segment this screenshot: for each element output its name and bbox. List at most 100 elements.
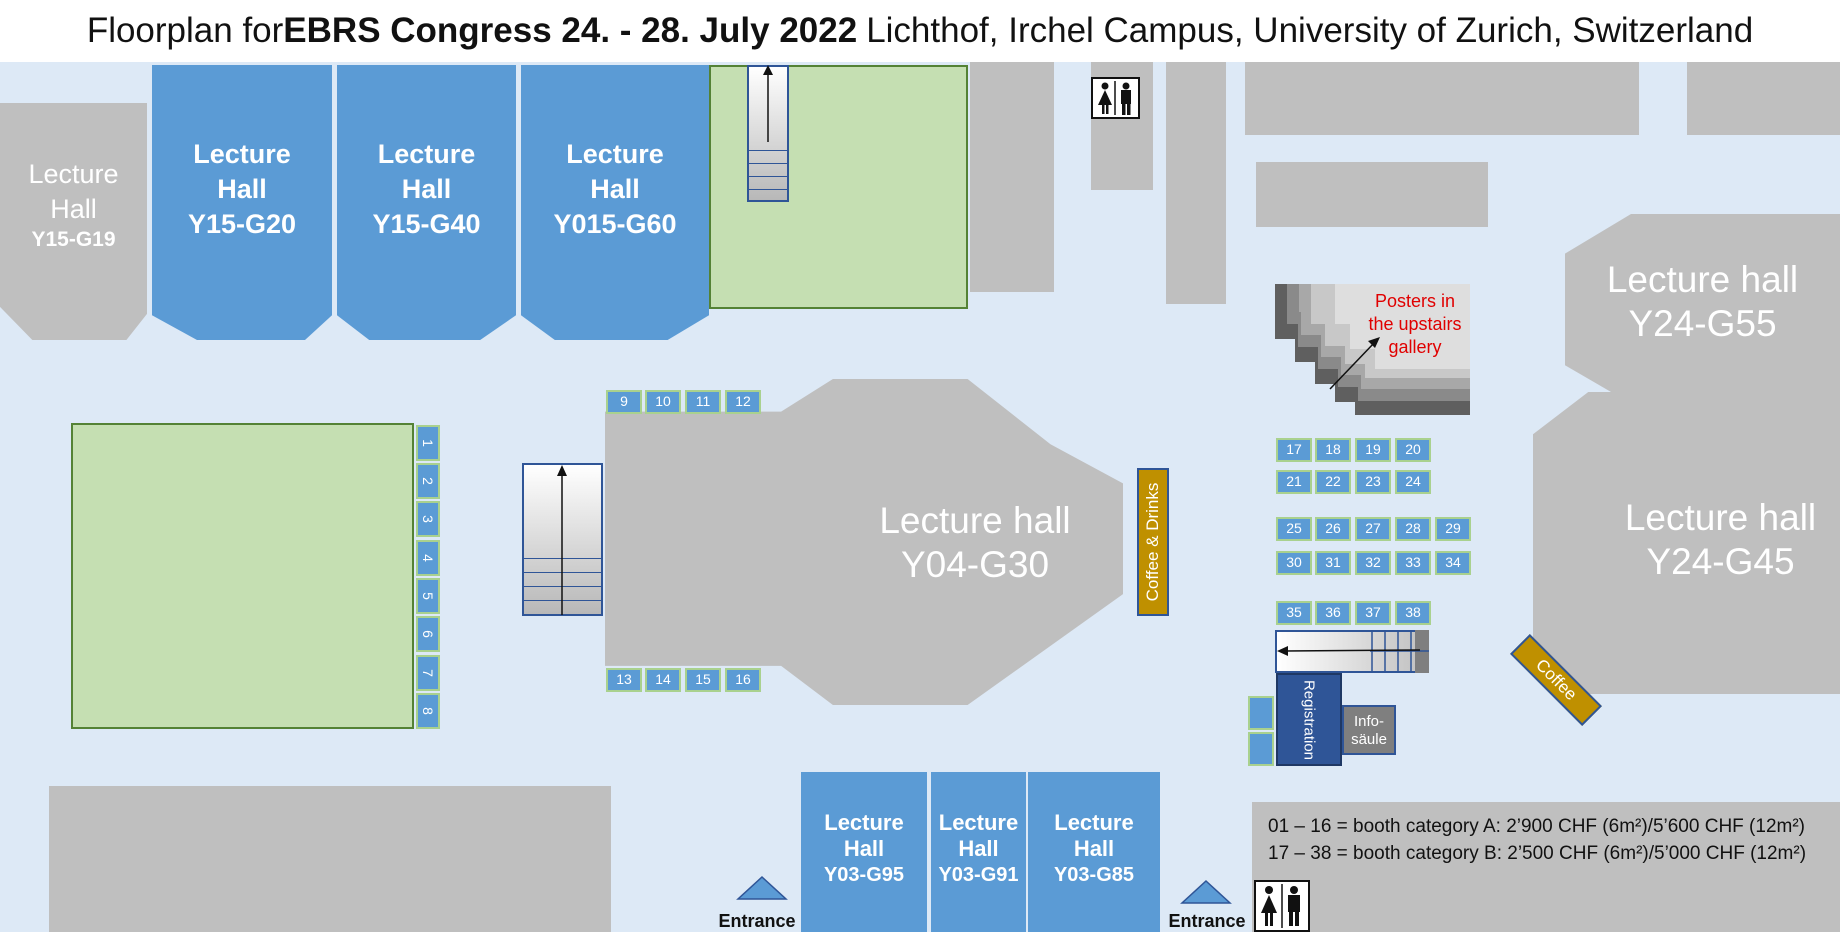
lecture-hall-y03-g91[interactable]: Lecture Hall Y03-G91	[931, 772, 1026, 932]
booth-12[interactable]: 12	[725, 390, 761, 414]
hall-name: Lecture	[28, 159, 119, 189]
hall-code: Y15-G40	[372, 209, 481, 239]
green-courtyard-west	[71, 423, 414, 729]
hall-name: Lecture hall	[1606, 259, 1799, 300]
booth-33[interactable]: 33	[1395, 551, 1431, 575]
booth-13[interactable]: 13	[606, 668, 642, 692]
restroom-icon	[1254, 880, 1310, 932]
booth-30[interactable]: 30	[1276, 551, 1312, 575]
bottom-strip	[0, 932, 1840, 946]
info-pillar[interactable]: Info- säule	[1342, 705, 1396, 755]
registration-booth	[1248, 696, 1274, 730]
hall-code: Y03-G85	[1053, 864, 1135, 886]
lecture-hall-y03-g95[interactable]: Lecture Hall Y03-G95	[801, 772, 927, 932]
booth-36[interactable]: 36	[1315, 601, 1351, 625]
booth-21[interactable]: 21	[1276, 470, 1312, 494]
booth-32[interactable]: 32	[1355, 551, 1391, 575]
registration-desk[interactable]: Registration	[1276, 673, 1342, 766]
booth-1[interactable]: 1	[416, 425, 440, 461]
booth-31[interactable]: 31	[1315, 551, 1351, 575]
lecture-hall-y04-g30[interactable]: Lecture hall Y04-G30	[605, 379, 1123, 705]
booth-35[interactable]: 35	[1276, 601, 1312, 625]
registration-label: Registration	[1300, 679, 1318, 760]
legend-category-a: 01 – 16 = booth category A: 2’900 CHF (6…	[1268, 816, 1805, 837]
booth-29[interactable]: 29	[1435, 517, 1471, 541]
hall-code: Y15-G19	[31, 228, 116, 251]
title-event: EBRS Congress 24. - 28. July 2022	[283, 11, 858, 50]
booth-10[interactable]: 10	[645, 390, 681, 414]
booth-6[interactable]: 6	[416, 616, 440, 652]
building-block	[970, 62, 1054, 292]
hall-name: Hall	[590, 174, 640, 204]
registration-booth	[1248, 732, 1274, 766]
staircase-center-arrow	[557, 465, 567, 615]
booth-25[interactable]: 25	[1276, 517, 1312, 541]
lecture-hall-y24-g45[interactable]: Lecture hall Y24-G45	[1533, 392, 1840, 694]
entrance-east-icon	[1180, 879, 1232, 904]
booth-17[interactable]: 17	[1276, 438, 1312, 462]
booth-5[interactable]: 5	[416, 578, 440, 614]
lecture-hall-y015-g60[interactable]: Lecture Hall Y015-G60	[521, 65, 709, 340]
title-prefix: Floorplan for	[86, 11, 284, 50]
hall-name: Hall	[843, 836, 885, 861]
booth-23[interactable]: 23	[1355, 470, 1391, 494]
booth-11[interactable]: 11	[685, 390, 721, 414]
hall-name: Lecture	[377, 139, 476, 169]
hall-name: Lecture	[1054, 810, 1134, 835]
hall-name: Lecture	[566, 139, 664, 169]
booth-7[interactable]: 7	[416, 655, 440, 691]
booth-16[interactable]: 16	[725, 668, 761, 692]
booth-38[interactable]: 38	[1395, 601, 1431, 625]
entrance-west-icon	[736, 875, 788, 900]
title-venue: Lichthof, Irchel Campus, University of Z…	[866, 11, 1754, 50]
booth-9[interactable]: 9	[606, 390, 642, 414]
building-block	[1256, 162, 1488, 227]
lecture-hall-y15-g40[interactable]: Lecture Hall Y15-G40	[337, 65, 516, 340]
entrance-west-label[interactable]: Entrance	[718, 911, 796, 931]
booth-14[interactable]: 14	[645, 668, 681, 692]
booth-34[interactable]: 34	[1435, 551, 1471, 575]
lecture-hall-y15-g20[interactable]: Lecture Hall Y15-G20	[152, 65, 332, 340]
booth-19[interactable]: 19	[1355, 438, 1391, 462]
hall-name: Hall	[50, 194, 97, 224]
hall-code: Y03-G95	[823, 864, 905, 886]
hall-name: Hall	[217, 174, 267, 204]
hall-name: Hall	[1073, 836, 1115, 861]
booth-24[interactable]: 24	[1395, 470, 1431, 494]
legend-category-b: 17 – 38 = booth category B: 2’500 CHF (6…	[1268, 843, 1807, 864]
hall-code: Y015-G60	[553, 209, 677, 239]
hall-code: Y24-G55	[1628, 303, 1777, 344]
lecture-hall-y24-g55[interactable]: Lecture hall Y24-G55	[1565, 214, 1840, 394]
booth-4[interactable]: 4	[416, 540, 440, 576]
lecture-hall-y15-g19[interactable]: Lecture Hall Y15-G19	[0, 103, 147, 340]
booth-37[interactable]: 37	[1355, 601, 1391, 625]
hall-name: Lecture	[193, 139, 291, 169]
booth-26[interactable]: 26	[1315, 517, 1351, 541]
building-block	[1687, 62, 1840, 135]
hall-name: Hall	[401, 174, 452, 204]
booth-15[interactable]: 15	[685, 668, 721, 692]
posters-label: Posters in the upstairs gallery	[1368, 291, 1462, 357]
booth-2[interactable]: 2	[416, 463, 440, 499]
hall-name: Lecture hall	[879, 500, 1071, 541]
booth-20[interactable]: 20	[1395, 438, 1431, 462]
hall-code: Y04-G30	[900, 544, 1050, 585]
coffee-drinks-label: Coffee & Drinks	[1143, 482, 1162, 602]
booth-3[interactable]: 3	[416, 501, 440, 537]
booth-22[interactable]: 22	[1315, 470, 1351, 494]
booth-28[interactable]: 28	[1395, 517, 1431, 541]
booth-18[interactable]: 18	[1315, 438, 1351, 462]
coffee-drinks-stand[interactable]: Coffee & Drinks	[1137, 468, 1169, 616]
hall-name: Lecture	[938, 810, 1019, 835]
hall-name: Lecture	[824, 810, 904, 835]
lecture-hall-y03-g85[interactable]: Lecture Hall Y03-G85	[1028, 772, 1160, 932]
booth-27[interactable]: 27	[1355, 517, 1391, 541]
hall-code: Y24-G45	[1646, 541, 1795, 582]
restroom-icon	[1091, 77, 1140, 119]
building-block	[1252, 802, 1840, 932]
booth-8[interactable]: 8	[416, 693, 440, 729]
entrance-east-label[interactable]: Entrance	[1168, 911, 1246, 931]
poster-gallery-stairs	[1275, 284, 1470, 415]
staircase-north-arrow	[763, 65, 773, 142]
